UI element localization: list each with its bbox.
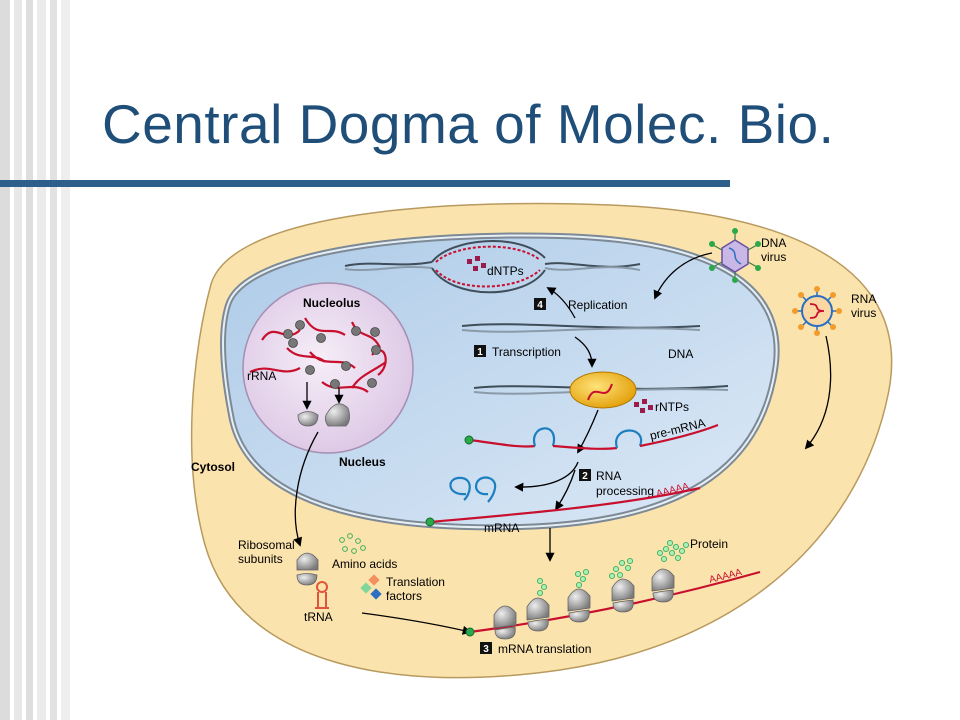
nucleolus-ribosomal-subunits [297, 403, 350, 427]
step-4-label: Replication [568, 298, 627, 312]
step-3-badge: 3 [480, 642, 492, 655]
rna-virus-icon [792, 286, 842, 336]
ribosomal-subunits [296, 552, 319, 586]
rna-virus-label-1: RNA [851, 292, 876, 306]
stripe [61, 0, 70, 720]
to-mrna-arrow [554, 469, 576, 511]
step-4-badge: 4 [534, 298, 546, 311]
replicating-dna [344, 240, 641, 294]
pre-mrna [469, 423, 719, 450]
ribosome-export-arrow [293, 431, 319, 547]
nucleolus [242, 282, 414, 454]
dna-label: DNA [668, 347, 693, 361]
stripe [26, 0, 33, 720]
excised-introns [449, 476, 497, 503]
step-4-number: 4 [537, 300, 543, 311]
rrna-strands [249, 317, 387, 393]
five-prime-cap [464, 435, 474, 445]
step-1-badge: 1 [474, 345, 486, 358]
nucleolus-arrows [302, 382, 344, 410]
translating-mrna-cap [465, 627, 475, 637]
step-2-badge: 2 [579, 469, 591, 482]
trna-icon [315, 581, 329, 609]
mrna-label: mRNA [484, 521, 519, 535]
dna-virus-label-2: virus [761, 250, 786, 264]
polysome-ribosomes [493, 568, 675, 640]
mrna-cap [425, 517, 435, 527]
trna-label: tRNA [304, 610, 333, 624]
dna-virus-icon [709, 228, 761, 283]
nascent-peptides [536, 539, 690, 597]
cytosol-label: Cytosol [191, 460, 235, 474]
protein-label: Protein [690, 537, 728, 551]
stripe [0, 0, 10, 720]
step-3-number: 3 [483, 644, 489, 655]
rrna-protein-dots [283, 320, 381, 389]
stripe [50, 0, 57, 720]
dntp-dots [467, 256, 486, 271]
step-2-label-2: processing [596, 484, 654, 498]
replication-arrow [546, 287, 576, 319]
translation-factors-icon [360, 574, 382, 600]
amino-acids-label: Amino acids [332, 557, 397, 571]
dna-virus-label-1: DNA [761, 236, 786, 250]
translation-factors-label-1: Translation [386, 575, 445, 589]
step-1-label: Transcription [492, 345, 561, 359]
ribosomal-subunits-label-1: Ribosomal [238, 538, 295, 552]
trna-to-translation-arrow [361, 612, 472, 635]
decorative-stripes [0, 0, 76, 720]
intron-removal-arrow [514, 461, 579, 492]
dntps-label: dNTPs [487, 264, 524, 278]
step-2-number: 2 [582, 471, 588, 482]
stripe [14, 0, 22, 720]
dna-virus-arrow [653, 252, 713, 300]
title-underline [0, 180, 730, 187]
amino-acid-cluster [339, 533, 366, 554]
rntps-label: rNTPs [655, 400, 689, 414]
nucleus-label: Nucleus [339, 455, 386, 469]
translating-mrna [469, 570, 761, 634]
translation-factors-label-2: factors [386, 589, 422, 603]
rna-virus-label-2: virus [851, 306, 876, 320]
step-1-number: 1 [477, 347, 483, 358]
template-dna [461, 323, 701, 333]
step-3-label: mRNA translation [498, 642, 591, 656]
rrna-label: rRNA [247, 369, 276, 383]
page-title: Central Dogma of Molec. Bio. [102, 93, 835, 155]
step-2-label: RNA [596, 469, 621, 483]
rntp-dots [634, 399, 653, 413]
rna-virus-arrow [804, 335, 832, 450]
nucleolus-label: Nucleolus [303, 296, 361, 310]
mrna [429, 486, 701, 524]
transcription-arrow [574, 336, 597, 368]
stripe [37, 0, 46, 720]
ribosomal-subunits-label-2: subunits [238, 552, 283, 566]
rna-polymerase [569, 371, 637, 409]
